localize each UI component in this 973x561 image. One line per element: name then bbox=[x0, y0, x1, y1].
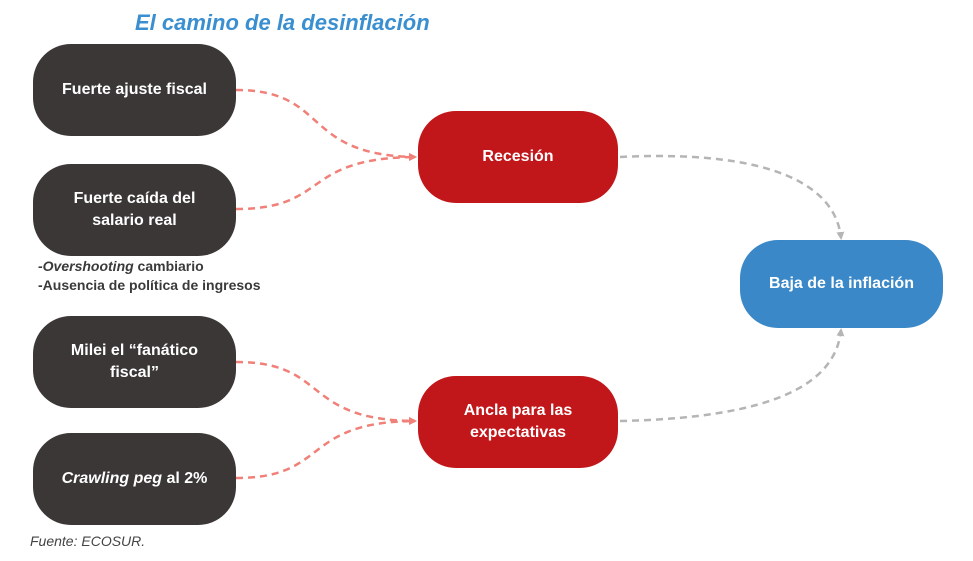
edge-recesion-to-baja bbox=[619, 154, 845, 240]
edge-ancla-to-baja bbox=[619, 328, 845, 423]
node-fuerte-ajuste-fiscal: Fuerte ajuste fiscal bbox=[33, 44, 236, 136]
edge-crawling-to-ancla bbox=[235, 417, 417, 480]
node-label-line1: Ancla para las bbox=[463, 402, 573, 419]
node-milei-fanatico-fiscal: Milei el “fanático fiscal” bbox=[33, 316, 236, 408]
node-ancla-expectativas: Ancla para las expectativas bbox=[418, 376, 618, 468]
node-baja-inflacion: Baja de la inflación bbox=[740, 240, 943, 328]
node-recesion: Recesión bbox=[418, 111, 618, 203]
node-label-line2: fiscal” bbox=[110, 364, 159, 381]
side-notes: -Overshooting cambiario -Ausencia de pol… bbox=[38, 257, 261, 295]
node-label-line1: Fuerte caída del bbox=[73, 190, 196, 207]
node-label: Fuerte ajuste fiscal bbox=[62, 81, 207, 98]
edge-ajuste-to-recesion bbox=[235, 88, 417, 161]
edge-salario-to-recesion bbox=[235, 153, 417, 211]
diagram-title: El camino de la desinflación bbox=[135, 10, 430, 35]
node-crawling-peg: Crawling peg al 2% bbox=[33, 433, 236, 525]
node-label-line2: expectativas bbox=[469, 424, 567, 441]
note-ingresos: -Ausencia de política de ingresos bbox=[38, 277, 261, 293]
node-label-line1: Milei el “fanático bbox=[70, 342, 199, 359]
note-overshooting: -Overshooting cambiario bbox=[38, 258, 204, 274]
edge-milei-to-ancla bbox=[235, 360, 417, 425]
node-label-line2: salario real bbox=[92, 212, 177, 229]
node-fuerte-caida-salario: Fuerte caída del salario real bbox=[33, 164, 236, 256]
node-label: Baja de la inflación bbox=[769, 275, 914, 292]
node-label: Recesión bbox=[482, 148, 554, 165]
node-label: Crawling peg al 2% bbox=[61, 470, 208, 487]
source-caption: Fuente: ECOSUR. bbox=[30, 533, 146, 549]
